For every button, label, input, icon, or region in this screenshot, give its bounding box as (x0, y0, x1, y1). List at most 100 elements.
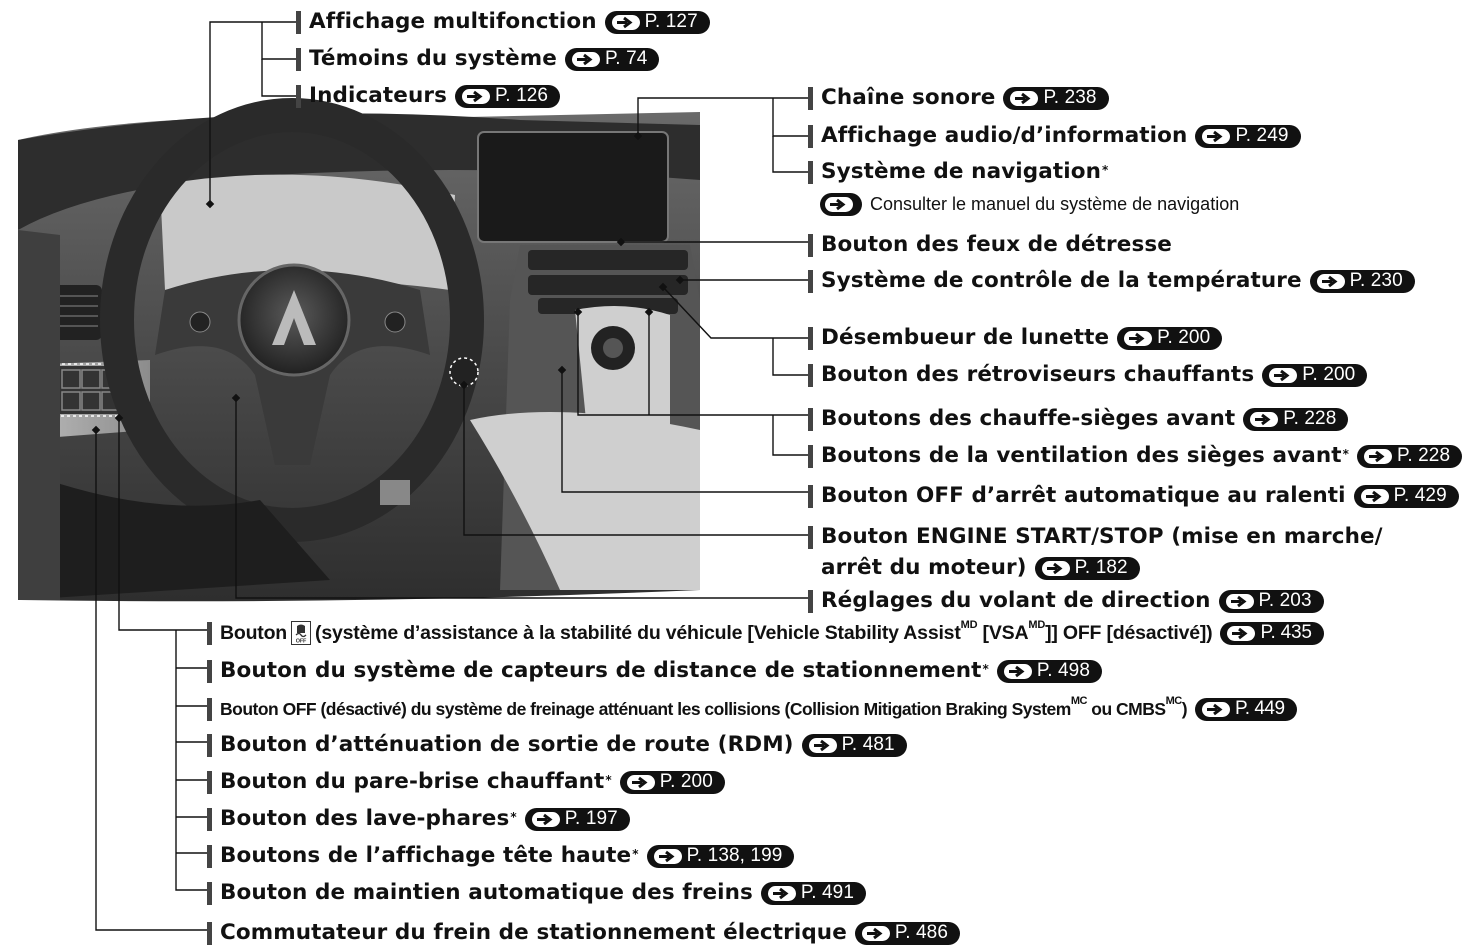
asterisk: * (1102, 163, 1109, 177)
callout-engine-start-stop-line2: arrêt du moteur) P. 182 (821, 555, 1140, 581)
page-ref-link[interactable]: P. 138, 199 (646, 844, 795, 868)
ref-page: 481 (862, 734, 895, 755)
callout-rear-defrost: Désembueur de lunette P. 200 (808, 325, 1223, 351)
page-ref-link[interactable]: P. 498 (996, 659, 1103, 683)
ref-prefix: P. (841, 734, 858, 755)
callout-label: Réglages du volant de direction (821, 588, 1211, 613)
callout-label-start: Bouton (220, 622, 288, 644)
page-ref-link[interactable]: P. 127 (604, 10, 710, 34)
ref-page: 498 (1058, 660, 1091, 681)
callout-climate: Système de contrôle de la température P.… (808, 268, 1415, 294)
callout-engine-start-stop: Bouton ENGINE START/STOP (mise en marche… (808, 524, 1383, 550)
callout-label: arrêt du moteur) (821, 555, 1027, 580)
callout-cmbs: Bouton OFF (désactivé) du système de fre… (207, 695, 1297, 722)
ref-page: 228 (1418, 445, 1451, 466)
page-ref-link[interactable]: P. 200 (1262, 363, 1368, 387)
callout-marker (296, 47, 301, 71)
page-ref-link[interactable]: P. 486 (854, 921, 961, 945)
asterisk: * (1342, 447, 1350, 461)
page-ref-link[interactable]: P. 429 (1353, 484, 1459, 508)
page-ref-link[interactable]: P. 182 (1034, 556, 1140, 580)
page-ref-link[interactable]: P. 435 (1220, 621, 1324, 645)
callout-hud: Boutons de l’affichage tête haute* P. 13… (207, 843, 795, 869)
callout-label: Bouton de maintien automatique des frein… (220, 880, 753, 905)
callout-marker (207, 921, 212, 945)
page-ref-link[interactable]: P. 228 (1243, 407, 1349, 431)
arrow-icon (531, 811, 560, 827)
ref-prefix: P. (1349, 270, 1366, 291)
callout-vsa: Bouton OFF (système d’assistance à la st… (207, 619, 1324, 646)
page-ref-link[interactable]: P. 449 (1195, 697, 1297, 721)
arrow-icon (1202, 128, 1231, 144)
callout-marker (296, 84, 301, 108)
ref-prefix: P. (1260, 622, 1276, 643)
navigation-note: Consulter le manuel du système de naviga… (820, 193, 1239, 216)
callout-marker (207, 621, 212, 645)
callout-parking-brake: Commutateur du frein de stationnement él… (207, 920, 961, 946)
ref-prefix: P. (1036, 660, 1053, 681)
callout-label-end: ]] OFF [désactivé]) (1045, 622, 1213, 644)
callout-label: Système de navigation (821, 159, 1102, 184)
callout-label: Système de contrôle de la température (821, 268, 1302, 293)
page-ref-link[interactable]: P. 200 (1117, 326, 1223, 350)
ref-page: 74 (626, 48, 648, 69)
ref-page: 230 (1370, 270, 1403, 291)
callout-hazard: Bouton des feux de détresse (808, 232, 1172, 258)
callout-marker (808, 86, 813, 110)
arrow-icon (767, 885, 796, 901)
callout-label-mid: [VSA (977, 622, 1029, 644)
asterisk: * (632, 847, 639, 861)
callout-heated-mirrors: Bouton des rétroviseurs chauffants P. 20… (808, 362, 1368, 388)
ref-prefix: P. (1397, 445, 1413, 466)
callout-label: Bouton du pare-brise chauffant (220, 769, 605, 794)
page-ref-link[interactable]: P. 238 (1003, 86, 1109, 110)
page-ref-link[interactable]: P. 74 (564, 47, 660, 71)
asterisk: * (982, 662, 989, 676)
callout-marker (808, 363, 813, 387)
arrow-icon (1316, 273, 1345, 289)
page-ref-link[interactable]: P. 200 (619, 770, 725, 794)
asterisk: * (605, 773, 612, 787)
callout-marker (808, 444, 813, 468)
arrow-icon (1250, 411, 1279, 427)
callout-marker (207, 881, 212, 905)
ref-page: 138, 199 (707, 845, 783, 866)
arrow-icon (861, 925, 890, 941)
page-ref-link[interactable]: P. 249 (1195, 124, 1301, 148)
page-ref-link[interactable]: P. 197 (524, 807, 630, 831)
callout-marker (808, 589, 813, 613)
ref-prefix: P. (494, 85, 511, 106)
arrow-icon (1269, 367, 1298, 383)
ref-prefix: P. (644, 11, 661, 32)
ref-prefix: P. (1074, 557, 1091, 578)
callout-navigation: Système de navigation* (808, 159, 1108, 185)
ref-prefix: P. (1393, 485, 1410, 506)
callout-marker (808, 269, 813, 293)
ref-page: 435 (1280, 622, 1312, 643)
ref-page: 228 (1304, 408, 1337, 429)
callout-marker (808, 233, 813, 257)
vsa-off-icon: OFF (291, 621, 312, 645)
arrow-icon (1227, 625, 1256, 641)
callout-marker (207, 733, 212, 757)
callout-label: Bouton des rétroviseurs chauffants (821, 362, 1255, 387)
arrow-icon (808, 737, 837, 753)
ref-page: 127 (665, 11, 698, 32)
callout-label: Boutons de la ventilation des sièges ava… (821, 443, 1342, 468)
ref-page: 197 (585, 808, 618, 829)
page-ref-link[interactable]: P. 491 (760, 881, 867, 905)
arrow-icon (1010, 90, 1039, 106)
page-ref-link[interactable]: P. 203 (1218, 589, 1324, 613)
callout-label: Témoins du système (309, 46, 557, 71)
page-ref-link[interactable] (820, 193, 862, 216)
callout-label: Affichage multifonction (309, 9, 597, 34)
page-ref-link[interactable]: P. 230 (1309, 269, 1415, 293)
page-ref-link[interactable]: P. 228 (1357, 444, 1462, 468)
page-ref-link[interactable]: P. 126 (454, 84, 561, 108)
page-ref-link[interactable]: P. 481 (801, 733, 907, 757)
callout-marker (207, 697, 212, 721)
callout-marker (808, 484, 813, 508)
callout-auto-brake-hold: Bouton de maintien automatique des frein… (207, 880, 867, 906)
ref-prefix: P. (564, 808, 581, 829)
callout-label: (système d’assistance à la stabilité du … (315, 622, 961, 644)
